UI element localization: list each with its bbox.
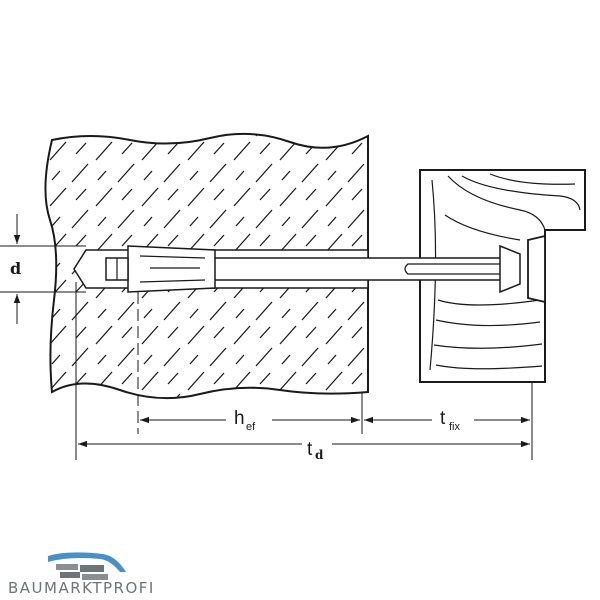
extension-lines: [75, 282, 533, 460]
total-depth-label: t: [307, 439, 313, 460]
diameter-dimension: d: [0, 214, 86, 324]
fixture-subscript: fix: [449, 421, 461, 433]
embedment-subscript: ef: [246, 421, 256, 433]
embedment-dimension: h ef: [140, 404, 360, 433]
total-depth-subscript: d: [315, 448, 324, 462]
embedment-label: h: [234, 408, 245, 429]
brand-logo-icon: [48, 552, 126, 580]
brand-logo-text: BAUMARKTPROFI: [8, 579, 155, 597]
fixture-dimension: t fix: [364, 404, 530, 433]
total-depth-dimension: t d: [78, 432, 530, 462]
fixture-label: t: [440, 408, 446, 429]
anchor-bolt: [105, 234, 546, 304]
diameter-label: d: [10, 259, 21, 278]
